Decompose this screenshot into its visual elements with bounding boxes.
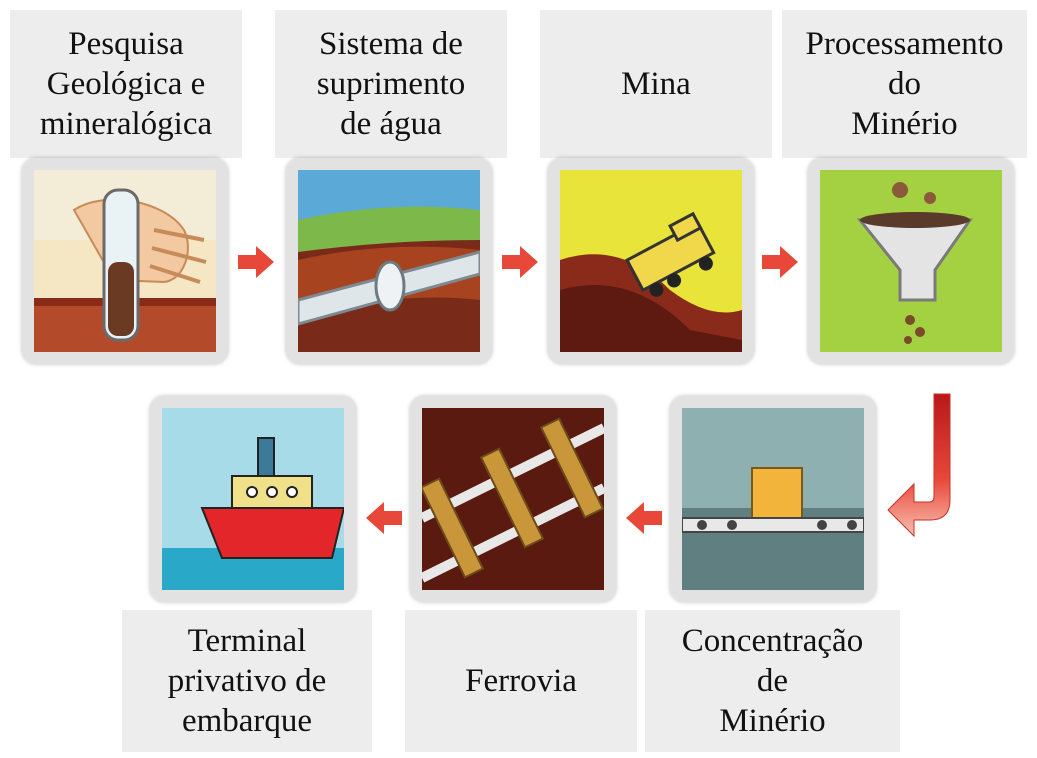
arrow-right-2 [502,246,538,278]
step-label-ferrovia: Ferrovia [405,610,637,752]
arrow-right-3 [762,246,798,278]
step-label-pesquisa: Pesquisa Geológica e mineralógica [10,10,242,158]
arrow-right-1 [238,246,274,278]
arrow-down-left [887,393,951,538]
conveyor-icon [682,408,864,590]
mine-truck-icon [560,170,742,352]
water-pipe-icon [298,170,480,352]
step-image-terminal [150,396,356,602]
arrow-left-2 [366,502,402,534]
step-label-concentracao: Concentração de Minério [645,610,900,752]
step-image-processamento [808,158,1014,364]
step-label-mina: Mina [540,10,772,158]
arrow-left-1 [626,502,662,534]
step-label-terminal: Terminal privativo de embarque [122,610,372,752]
railway-icon [422,408,604,590]
step-image-ferrovia [410,396,616,602]
ship-icon [162,408,344,590]
test-tube-icon [34,170,216,352]
step-label-agua: Sistema de suprimento de água [275,10,507,158]
step-image-pesquisa [22,158,228,364]
ore-funnel-icon [820,170,1002,352]
step-image-agua [286,158,492,364]
step-image-mina [548,158,754,364]
step-label-processamento: Processamento do Minério [782,10,1027,158]
step-image-concentracao [670,396,876,602]
